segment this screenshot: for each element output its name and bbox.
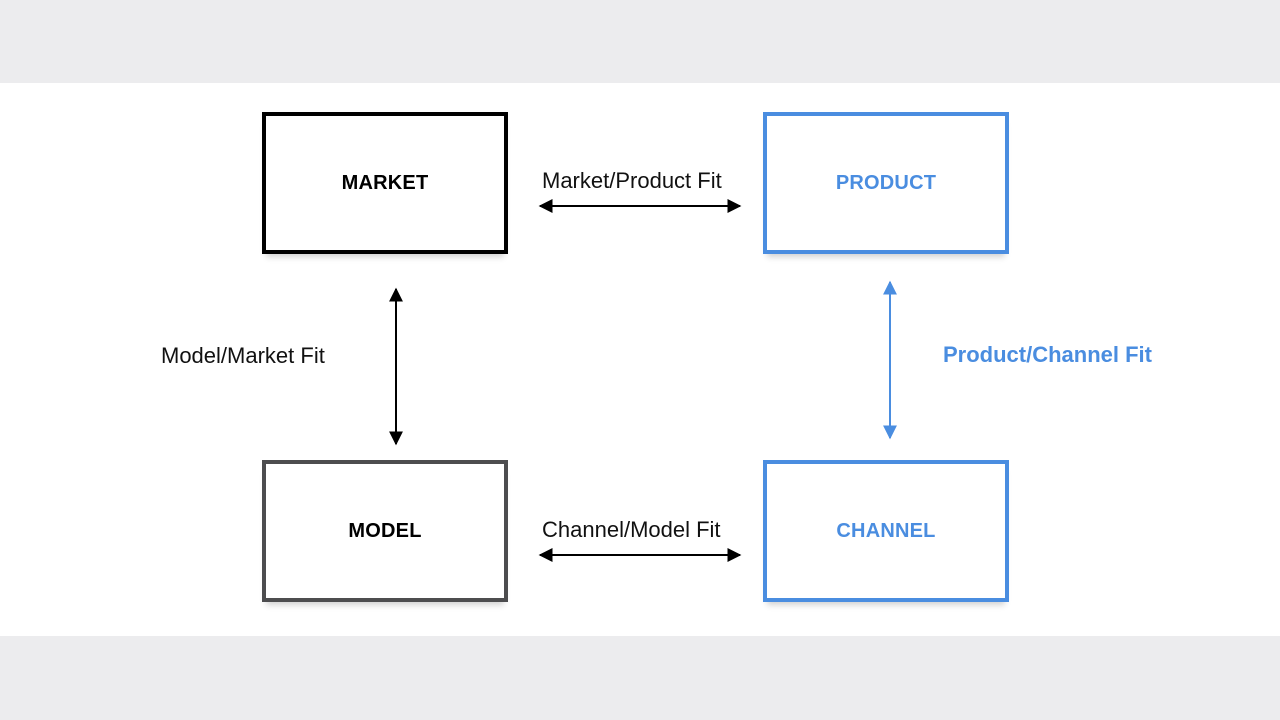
node-product: PRODUCT [763, 112, 1009, 254]
edge-label-channel-model: Channel/Model Fit [542, 517, 721, 542]
node-product-label: PRODUCT [835, 171, 937, 194]
bottom-band [0, 636, 1280, 720]
edge-label-product-channel: Product/Channel Fit [943, 342, 1152, 367]
edge-label-model-market: Model/Market Fit [161, 343, 325, 368]
edge-label-market-product: Market/Product Fit [542, 168, 722, 193]
node-market-label: MARKET [341, 171, 429, 194]
node-model: MODEL [262, 460, 508, 602]
top-band [0, 0, 1280, 83]
node-channel-label: CHANNEL [836, 519, 936, 542]
node-channel: CHANNEL [763, 460, 1009, 602]
node-model-label: MODEL [348, 519, 422, 542]
diagram-canvas [0, 83, 1280, 636]
node-market: MARKET [262, 112, 508, 254]
